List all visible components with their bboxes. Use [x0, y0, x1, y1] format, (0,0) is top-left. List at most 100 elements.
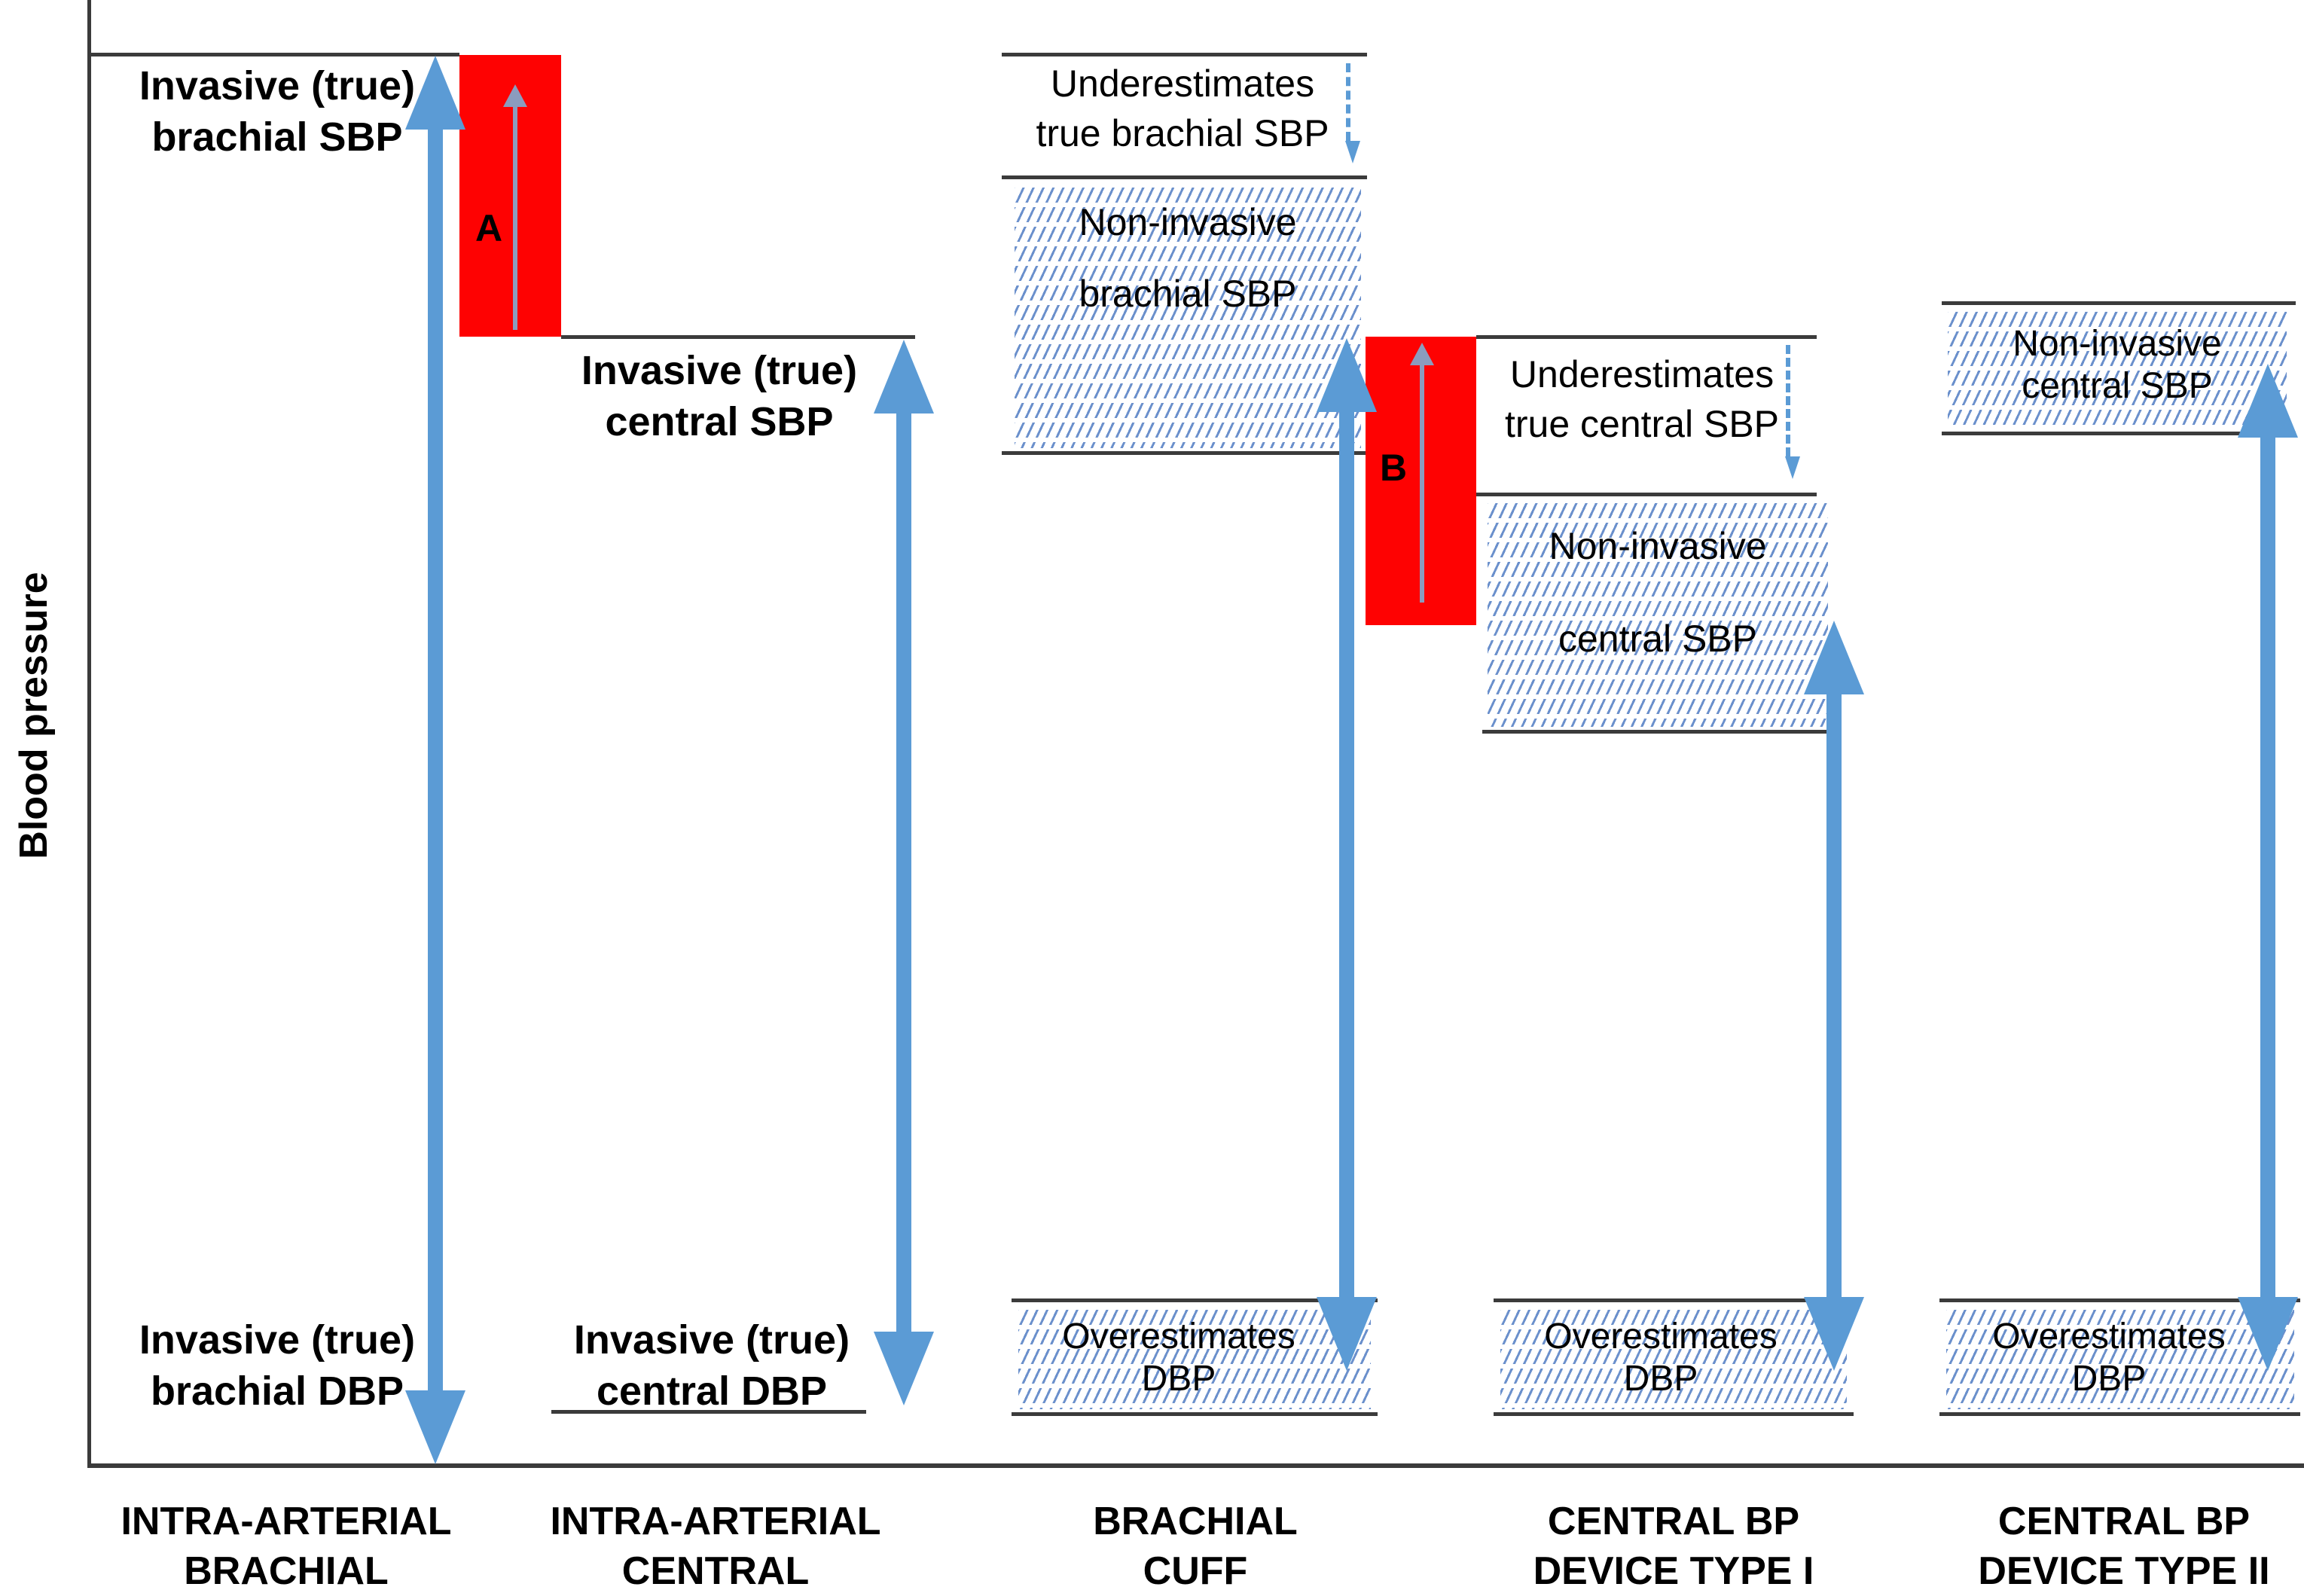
underestimates-brachial-sbp-label: Underestimates true brachial SBP: [1009, 59, 1356, 158]
label-line: DBP: [1141, 1359, 1216, 1399]
arrow-up-head-icon: [1804, 621, 1864, 694]
category-line: CUFF: [1143, 1549, 1248, 1593]
arrow-shaft: [2260, 430, 2275, 1305]
label-line: central SBP: [605, 399, 834, 444]
y-axis-line: [87, 0, 91, 1466]
type1-sbp-range-hatch: [1488, 499, 1828, 727]
category-intra-arterial-central: INTRA-ARTERIAL CENTRAL: [527, 1497, 904, 1596]
arrow-shaft: [896, 406, 911, 1339]
noninvasive-central-sbp-type1-label-line2: central SBP: [1558, 618, 1757, 660]
type2-sbp-range-hatch: [1948, 307, 2287, 429]
arrow-shaft: [513, 102, 517, 330]
cuff-dbp-box-top-line: [1012, 1298, 1378, 1302]
cuff-dbp-box-bottom-line: [1012, 1412, 1378, 1416]
noninvasive-brachial-sbp-label-line2: brachial SBP: [1079, 273, 1297, 315]
type1-sbp-box-bottom-line: [1482, 730, 1834, 734]
arrow-shaft: [1339, 404, 1354, 1305]
overestimates-dbp-cuff-label: Overestimates DBP: [1012, 1316, 1346, 1400]
category-line: BRACHIAL: [184, 1549, 389, 1593]
arrow-down-head-icon: [2238, 1297, 2298, 1371]
category-line: BRACHIAL: [1093, 1500, 1298, 1543]
label-line: Invasive (true): [139, 1317, 416, 1363]
label-line: Underestimates: [1509, 353, 1775, 395]
arrow-down-head-icon: [1317, 1297, 1377, 1371]
y-axis-label: Blood pressure: [12, 572, 56, 859]
category-central-bp-device-type2: CENTRAL BP DEVICE TYPE II: [1936, 1497, 2304, 1596]
type2-sbp-box-bottom-line: [1942, 432, 2296, 435]
intra-arterial-brachial-range-arrow: [405, 56, 465, 1464]
overestimates-dbp-type1-label: Overestimates DBP: [1494, 1316, 1828, 1400]
type1-top-line: [1476, 335, 1817, 339]
invasive-brachial-sbp-label: Invasive (true) brachial SBP: [115, 60, 439, 163]
brachial-cuff-range-arrow: [1317, 338, 1377, 1371]
category-central-bp-device-type1: CENTRAL BP DEVICE TYPE I: [1485, 1497, 1862, 1596]
intra-arterial-central-range-arrow: [874, 340, 934, 1405]
label-line: Invasive (true): [573, 1317, 850, 1363]
label-line: DBP: [2071, 1359, 2147, 1399]
arrow-down-head-icon: [874, 1332, 934, 1405]
type1-sbp-box-top-line: [1476, 493, 1817, 496]
underestimates-central-sbp-label: Underestimates true central SBP: [1469, 349, 1815, 449]
category-line: INTRA-ARTERIAL: [550, 1500, 881, 1543]
cuff-sbp-range-hatch: [1015, 183, 1361, 448]
x-axis-line: [87, 1463, 2304, 1468]
label-line: Overestimates: [1992, 1317, 2226, 1356]
category-line: CENTRAL BP: [1997, 1500, 2251, 1543]
arrow-shaft: [1420, 361, 1424, 603]
label-line: brachial DBP: [150, 1369, 404, 1414]
arrow-down-head-icon: [1804, 1297, 1864, 1371]
arrow-up-head-icon: [2238, 364, 2298, 438]
category-line: CENTRAL: [621, 1549, 810, 1593]
noninvasive-central-sbp-type2-label: Non-invasive central SBP: [1948, 323, 2287, 407]
underestimates-brachial-dashed-arrow: [1345, 63, 1360, 163]
type2-sbp-box-top-line: [1942, 301, 2296, 305]
arrow-up-head-icon: [1317, 338, 1377, 412]
category-line: DEVICE TYPE II: [1978, 1549, 2270, 1593]
label-line: Invasive (true): [139, 63, 416, 108]
type2-dbp-box-bottom-line: [1939, 1412, 2300, 1416]
type1-dbp-box-bottom-line: [1494, 1412, 1854, 1416]
label-line: Invasive (true): [581, 348, 858, 393]
level-line-invasive-brachial-sbp: [91, 53, 459, 56]
type2-dbp-range-hatch: [1946, 1305, 2294, 1409]
arrow-up-head-icon: [874, 340, 934, 413]
category-line: DEVICE TYPE I: [1533, 1549, 1814, 1593]
invasive-brachial-dbp-label: Invasive (true) brachial DBP: [115, 1314, 439, 1417]
category-brachial-cuff: BRACHIAL CUFF: [1007, 1497, 1384, 1596]
type1-dbp-range-hatch: [1500, 1305, 1847, 1409]
overestimates-dbp-type2-label: Overestimates DBP: [1942, 1316, 2276, 1400]
label-line: Non-invasive: [2013, 324, 2222, 364]
type2-dbp-box-top-line: [1939, 1298, 2300, 1302]
cuff-sbp-box-bottom-line: [1002, 451, 1367, 455]
arrow-shaft: [428, 122, 443, 1398]
arrow-shaft: [1826, 687, 1842, 1305]
label-line: Overestimates: [1544, 1317, 1778, 1356]
label-line: brachial SBP: [151, 114, 403, 160]
label-line: central DBP: [596, 1369, 828, 1414]
error-b-arrow: [1410, 343, 1434, 603]
label-line: Overestimates: [1062, 1317, 1295, 1356]
type1-dbp-box-top-line: [1494, 1298, 1854, 1302]
level-line-invasive-central-sbp: [561, 335, 915, 339]
cuff-dbp-range-hatch: [1018, 1305, 1371, 1409]
label-line: true brachial SBP: [1036, 112, 1329, 154]
level-line-invasive-central-dbp: [551, 1410, 866, 1414]
central-device-type2-range-arrow: [2238, 364, 2298, 1371]
central-device-type1-range-arrow: [1804, 621, 1864, 1371]
invasive-central-dbp-label: Invasive (true) central DBP: [550, 1314, 874, 1417]
cuff-top-line: [1002, 53, 1367, 56]
category-line: INTRA-ARTERIAL: [121, 1500, 452, 1543]
arrow-up-head-icon: [405, 56, 465, 130]
label-line: DBP: [1623, 1359, 1698, 1399]
cuff-sbp-box-top-line: [1002, 175, 1367, 179]
noninvasive-brachial-sbp-label-line1: Non-invasive: [1079, 201, 1297, 243]
label-line: true central SBP: [1504, 403, 1780, 445]
underestimates-central-dashed-arrow: [1785, 345, 1800, 479]
category-intra-arterial-brachial: INTRA-ARTERIAL BRACHIAL: [98, 1497, 475, 1596]
category-line: CENTRAL BP: [1547, 1500, 1800, 1543]
error-a-arrow: [503, 84, 527, 330]
label-line: Underestimates: [1050, 63, 1315, 105]
noninvasive-central-sbp-type1-label-line1: Non-invasive: [1549, 525, 1767, 567]
label-line: central SBP: [2022, 366, 2213, 406]
